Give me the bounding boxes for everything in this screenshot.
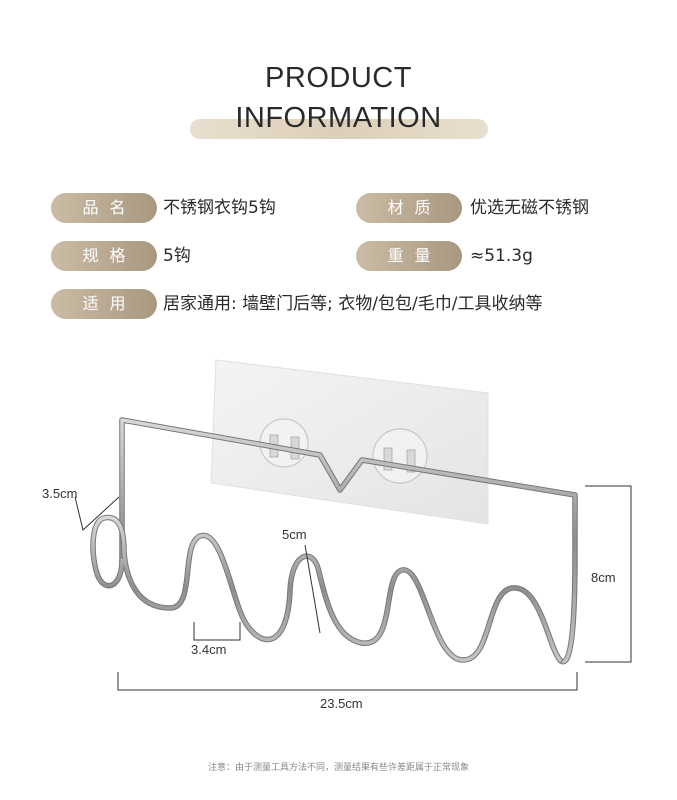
spec-value-name: 不锈钢衣钩5钩 [163, 198, 276, 218]
dim-length: 23.5cm [320, 696, 363, 711]
spec-value-material: 优选无磁不锈钢 [470, 198, 589, 218]
spec-label-name: 品名 [51, 193, 157, 223]
title-line-2: INFORMATION [235, 102, 442, 134]
spec-label-size: 规格 [51, 241, 157, 271]
mount-right [372, 428, 428, 484]
spec-label-material: 材质 [356, 193, 462, 223]
dim-height: 8cm [591, 570, 616, 585]
dim-hook-width: 5cm [282, 527, 307, 542]
spec-value-size: 5钩 [163, 246, 191, 266]
steel-wire-hook [90, 417, 578, 665]
title-line-1: PRODUCT [265, 62, 412, 94]
title-underline-bar [190, 119, 488, 139]
spec-value-usage: 居家通用: 墙壁门后等; 衣物/包包/毛巾/工具收纳等 [163, 294, 543, 314]
dim-hook-top: 3.5cm [42, 486, 78, 501]
spec-label-usage: 适用 [51, 289, 157, 319]
measurement-footnote: 注意：由于测量工具方法不同，测量结果有些许差距属于正常现象 [207, 763, 469, 773]
spec-value-weight: ≈51.3g [470, 246, 533, 266]
dimension-lines [74, 485, 632, 691]
spec-label-weight: 重量 [356, 241, 462, 271]
product-hook-illustration [74, 359, 632, 691]
dim-hook-gap: 3.4cm [191, 642, 227, 657]
adhesive-plate [210, 359, 489, 525]
